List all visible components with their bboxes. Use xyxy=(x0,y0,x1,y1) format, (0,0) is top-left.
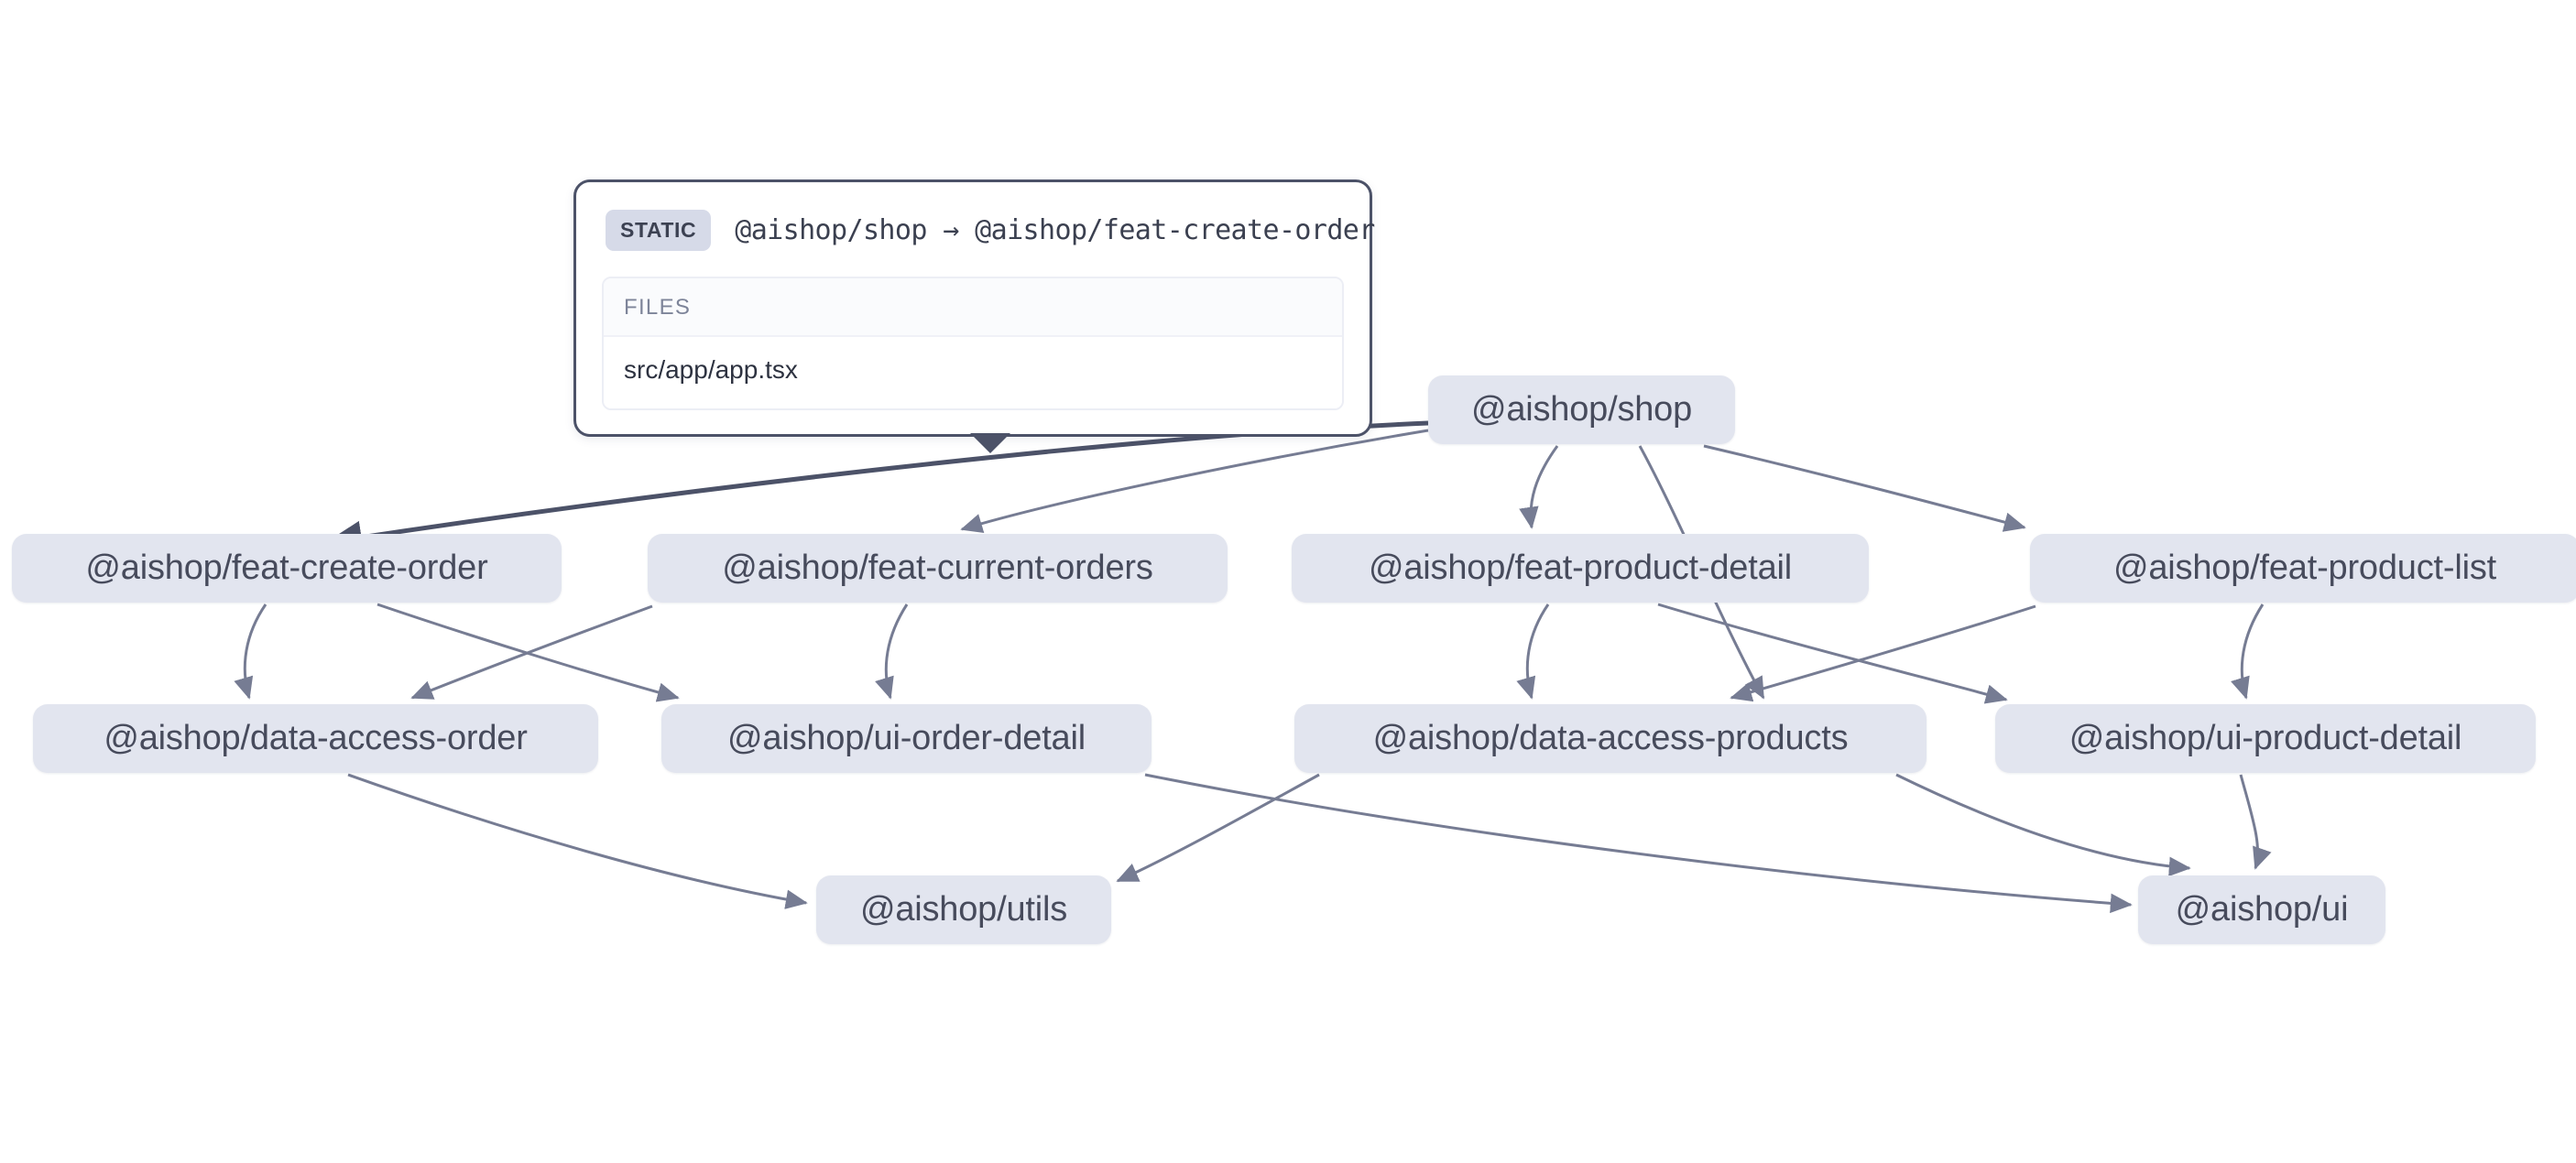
edge-detail-card[interactable]: STATIC @aishop/shop → @aishop/feat-creat… xyxy=(573,179,1375,453)
file-list-item[interactable]: src/app/app.tsx xyxy=(604,337,1342,408)
node-label: @aishop/ui xyxy=(2175,890,2349,929)
edge-feat-create-order-to-ui-order-detail xyxy=(377,603,680,702)
edge-shop-to-feat-create-order xyxy=(325,420,1429,554)
edge-feat-product-list-to-data-access-products xyxy=(1730,604,2036,702)
status-badge: STATIC xyxy=(606,210,712,251)
graph-node-data-access-products[interactable]: @aishop/data-access-products xyxy=(1294,704,1927,773)
graph-node-feat-current-orders[interactable]: @aishop/feat-current-orders xyxy=(648,534,1228,603)
node-label: @aishop/feat-create-order xyxy=(85,549,488,587)
edge-detail-header: STATIC @aishop/shop → @aishop/feat-creat… xyxy=(602,206,1375,256)
files-panel: FILES src/app/app.tsx xyxy=(602,277,1344,410)
graph-node-ui[interactable]: @aishop/ui xyxy=(2138,875,2385,944)
edge-data-access-order-to-utils xyxy=(347,773,808,909)
graph-node-shop[interactable]: @aishop/shop xyxy=(1428,375,1735,444)
edge-feat-current-orders-to-data-access-order xyxy=(410,604,653,700)
node-label: @aishop/data-access-products xyxy=(1372,719,1849,757)
node-label: @aishop/ui-product-detail xyxy=(2068,719,2462,757)
edge-feat-create-order-to-data-access-order xyxy=(234,603,267,700)
node-label: @aishop/utils xyxy=(859,890,1068,929)
graph-node-ui-product-detail[interactable]: @aishop/ui-product-detail xyxy=(1995,704,2536,773)
node-label: @aishop/shop xyxy=(1470,390,1693,429)
edge-feat-product-detail-to-data-access-products xyxy=(1516,603,1550,700)
graph-node-utils[interactable]: @aishop/utils xyxy=(816,875,1111,944)
edge-shop-to-feat-current-orders xyxy=(960,429,1429,533)
edge-shop-to-feat-product-list xyxy=(1703,444,2026,532)
edge-shop-to-feat-product-detail xyxy=(1519,445,1559,529)
edge-detail-title: @aishop/shop → @aishop/feat-create-order xyxy=(735,214,1375,246)
graph-node-data-access-order[interactable]: @aishop/data-access-order xyxy=(33,704,598,773)
files-section-header: FILES xyxy=(604,278,1342,337)
edge-ui-product-detail-to-ui xyxy=(2239,774,2272,870)
edge-data-access-products-to-utils xyxy=(1116,773,1320,883)
graph-node-feat-product-detail[interactable]: @aishop/feat-product-detail xyxy=(1292,534,1869,603)
graph-node-feat-create-order[interactable]: @aishop/feat-create-order xyxy=(12,534,562,603)
edge-data-access-products-to-ui xyxy=(1895,773,2191,877)
node-label: @aishop/feat-current-orders xyxy=(722,549,1153,587)
card-pointer-icon xyxy=(970,433,1010,453)
edge-feat-current-orders-to-ui-order-detail xyxy=(875,603,909,700)
node-label: @aishop/feat-product-detail xyxy=(1369,549,1792,587)
edge-ui-order-detail-to-ui xyxy=(1144,773,2133,914)
graph-node-ui-order-detail[interactable]: @aishop/ui-order-detail xyxy=(661,704,1152,773)
edge-feat-product-detail-to-ui-product-detail xyxy=(1657,603,2008,704)
graph-node-feat-product-list[interactable]: @aishop/feat-product-list xyxy=(2030,534,2576,603)
edge-feat-product-list-to-ui-product-detail xyxy=(2231,603,2265,700)
node-label: @aishop/ui-order-detail xyxy=(727,719,1086,757)
node-label: @aishop/data-access-order xyxy=(104,719,528,757)
node-label: @aishop/feat-product-list xyxy=(2113,549,2496,587)
